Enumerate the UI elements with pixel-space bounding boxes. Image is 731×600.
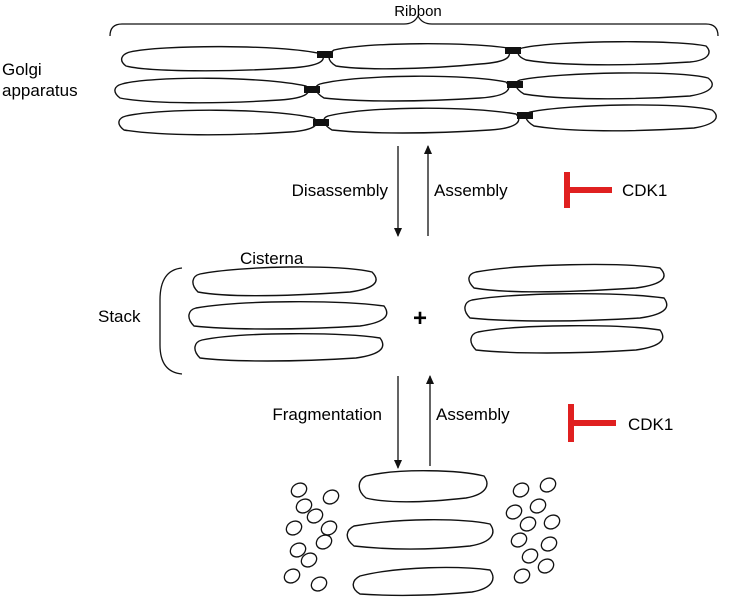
assembly-label-bottom: Assembly [436,405,510,424]
ribbon-linker [505,47,521,54]
ribbon-cisterna [328,43,511,70]
vesicle [283,568,301,584]
cisterna-label: Cisterna [240,249,304,268]
stack-cisterna [468,263,665,293]
fragment-cisterna [352,566,494,596]
plus-sign: + [413,305,427,332]
ribbon-bracket [109,14,719,37]
stack-cisterna [192,266,377,297]
cdk1-label-bottom: CDK1 [628,415,673,434]
vesicle [315,534,333,550]
vesicle [505,504,523,520]
vesicle [521,548,539,564]
ribbon-linker [304,86,320,93]
golgi-stack-right [464,263,668,354]
ribbon-cisterna [114,77,310,104]
vesicle [510,532,528,548]
fragment-cisterna [358,470,488,503]
ribbon-cisterna [118,109,318,136]
vesicle [285,520,303,536]
stack-cisterna [194,333,384,362]
vesicle [543,514,561,530]
ribbon-linker [507,81,523,88]
ribbon-cisterna [525,104,717,132]
golgi-stack-left [188,266,388,362]
golgi-label-line1: Golgi [2,60,42,79]
stack-cisterna [470,325,664,354]
fragmented-golgi [346,470,494,596]
vesicle [322,489,340,505]
vesicle [540,536,558,552]
cdk1-label-top: CDK1 [622,181,667,200]
golgi-ribbon [114,41,717,136]
vesicle [537,558,555,574]
vesicle [300,552,318,568]
vesicle [512,482,530,498]
vesicle [529,498,547,514]
vesicle [306,508,324,524]
ribbon-linker [317,51,333,58]
stack-label: Stack [98,307,141,326]
ribbon-label: Ribbon [394,3,442,20]
assembly-label-top: Assembly [434,181,508,200]
vesicles-left [283,482,340,592]
golgi-label-line2: apparatus [2,81,78,100]
vesicle [539,477,557,493]
ribbon-linker [517,112,533,119]
vesicle [295,498,313,514]
vesicle [513,568,531,584]
cdk1-inhibitor-bottom [568,404,616,442]
ribbon-cisterna [515,72,713,100]
vesicle [310,576,328,592]
stack-bracket [159,267,183,375]
ribbon-cisterna [315,75,510,102]
cdk1-inhibitor-top [564,172,612,208]
ribbon-cisterna [120,45,324,72]
ribbon-cisterna [323,107,520,134]
fragment-cisterna [346,519,494,550]
stack-cisterna [188,301,388,330]
stack-cisterna [464,293,668,322]
vesicle [320,520,338,536]
fragmentation-label: Fragmentation [272,405,382,424]
ribbon-linker [313,119,329,126]
vesicle [519,516,537,532]
vesicles-right [505,477,561,584]
vesicle [289,542,307,558]
ribbon-cisterna [517,41,710,66]
disassembly-label: Disassembly [292,181,389,200]
vesicle [290,482,308,498]
